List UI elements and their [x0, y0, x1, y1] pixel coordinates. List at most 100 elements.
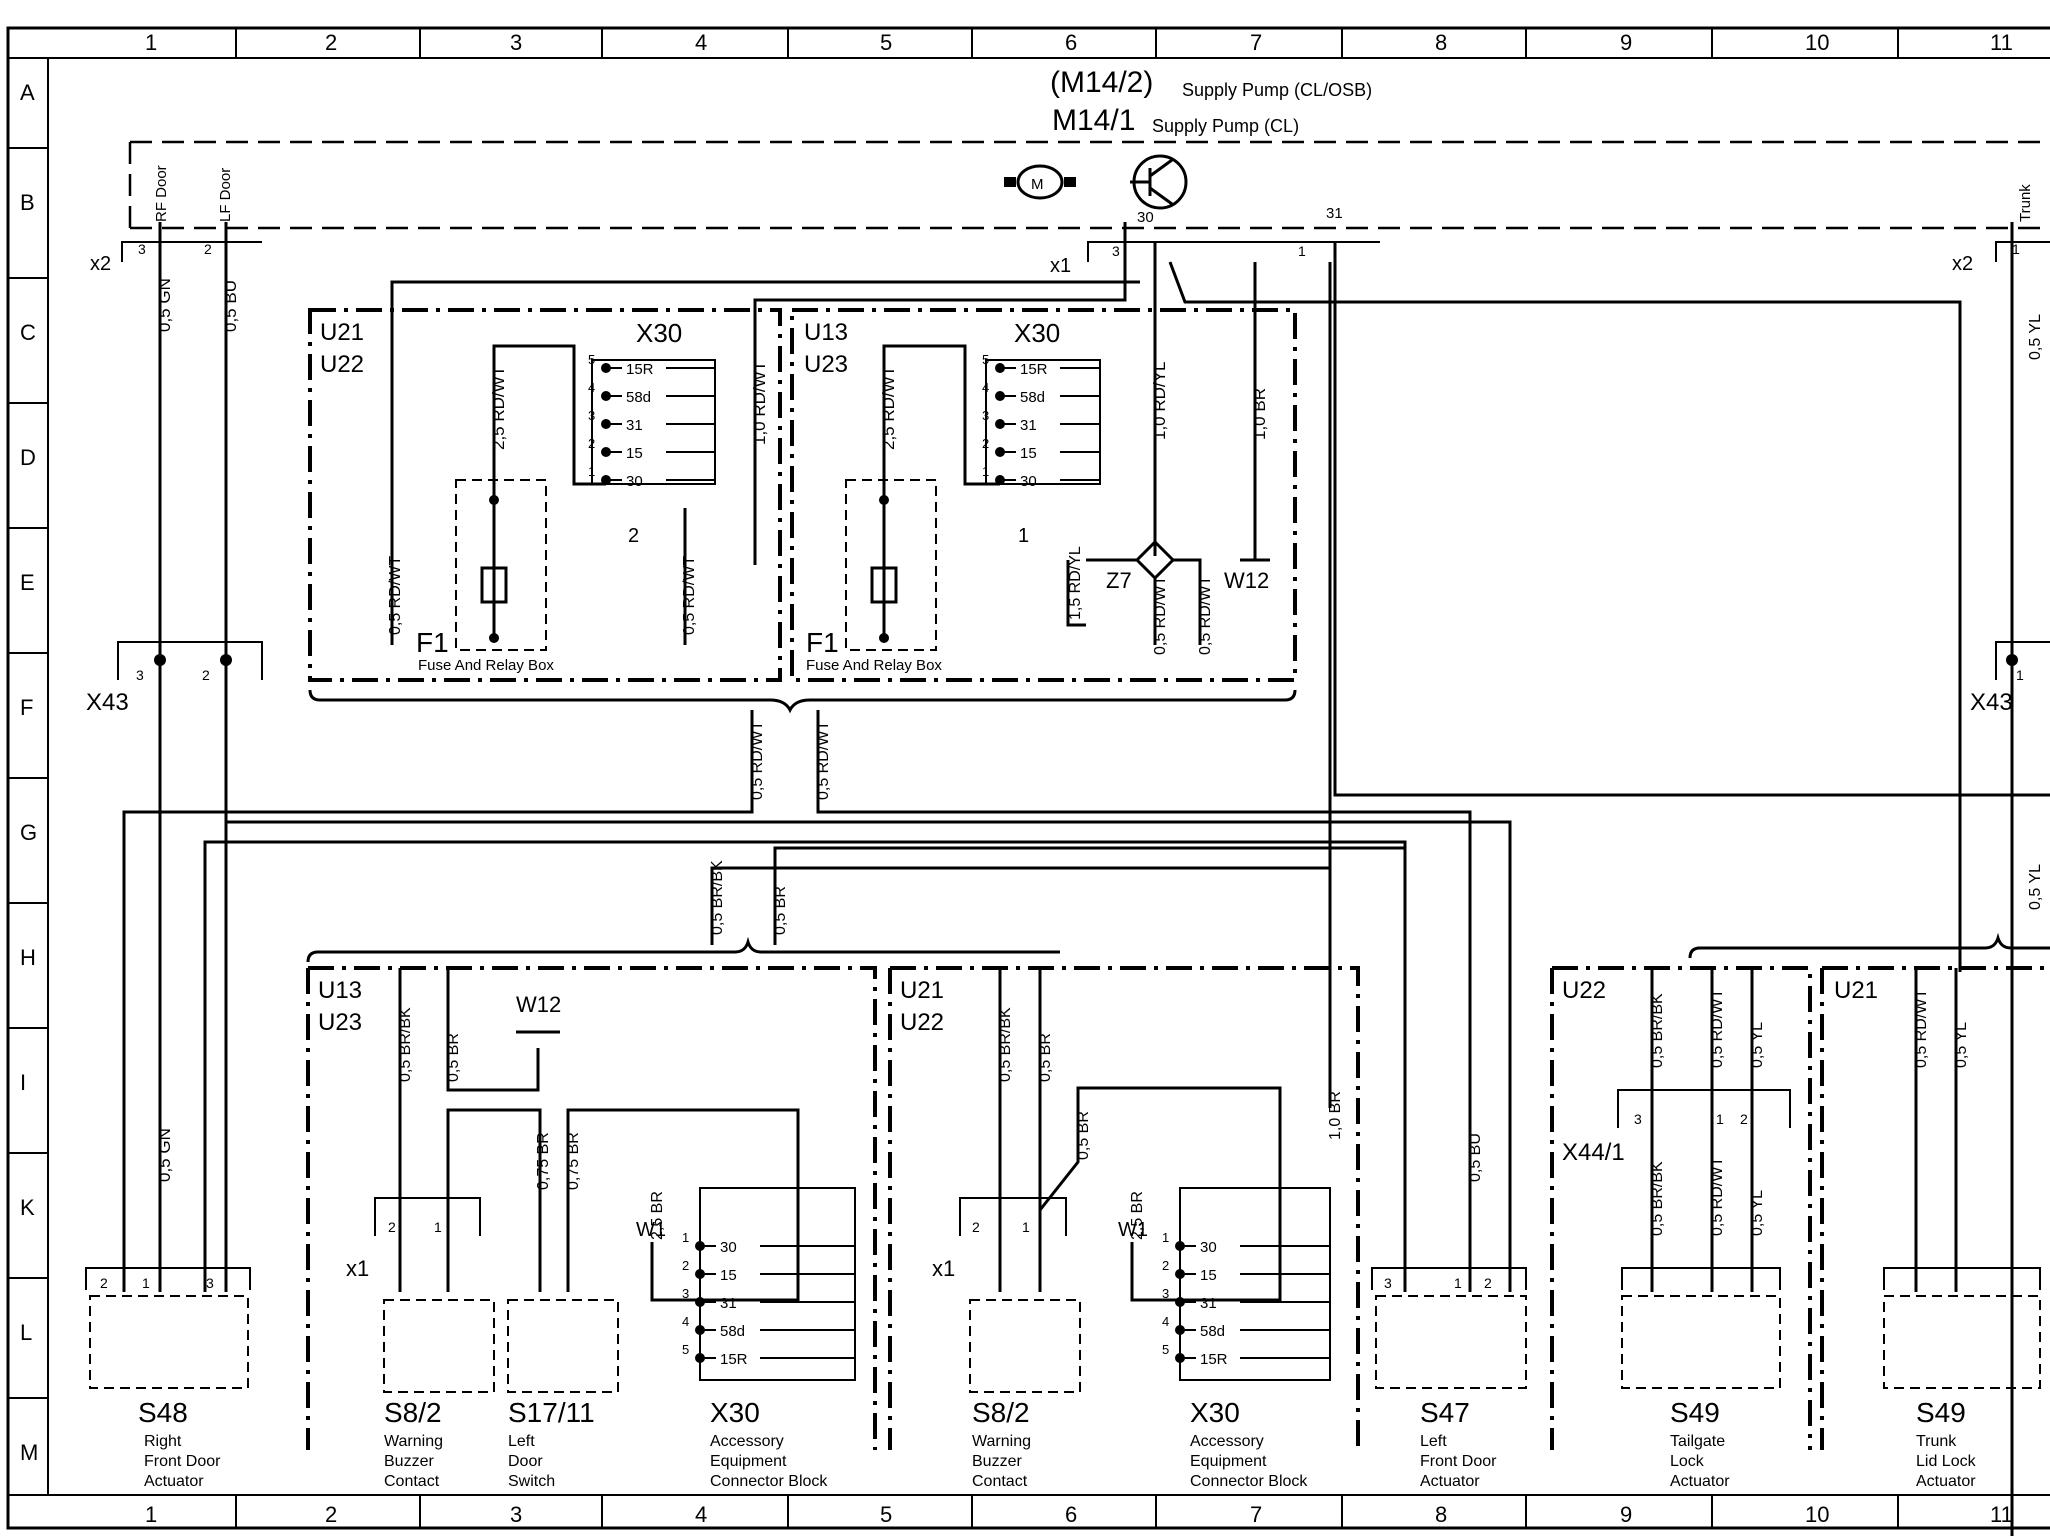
component-code: S49 — [1916, 1397, 1966, 1428]
wire-rdwt05-1: 0,5 RD/WT — [387, 556, 404, 635]
svg-text:1: 1 — [1716, 1111, 1724, 1127]
component-desc: Lid Lock — [1916, 1453, 1977, 1470]
component-desc: Warning — [384, 1433, 443, 1450]
wire-yl-top: 0,5 YL — [2027, 314, 2044, 360]
wire-rdwt05-7: 0,5 RD/WT — [1709, 989, 1726, 1068]
component-desc: Accessory — [710, 1433, 784, 1450]
pin-number: 4 — [1162, 1314, 1169, 1329]
svg-text:2: 2 — [100, 1275, 108, 1291]
wire-gn-bottom: 0,5 GN — [155, 1128, 174, 1182]
x1-mid1-label: x1 — [346, 1256, 369, 1281]
w12-mid-label: W12 — [516, 992, 561, 1017]
x2-right-label: x2 — [1952, 253, 1973, 275]
component-desc: Door — [508, 1453, 543, 1470]
x44-1-label: X44/1 — [1562, 1139, 1625, 1166]
pin-number: 1 — [682, 1230, 689, 1245]
wires-left — [122, 222, 1512, 1292]
wire-br-2: 0,5 BR — [1037, 1033, 1054, 1082]
component-desc: Actuator — [1916, 1473, 1976, 1490]
svg-text:2: 2 — [628, 525, 639, 547]
wire-br075-2: 0,75 BR — [565, 1132, 582, 1190]
pin-label: 15R — [1200, 1351, 1228, 1368]
fuse-box-u21-u22: U21 U22 X30 F1 Fuse And Relay Box 2 — [308, 308, 782, 682]
pin-label: 15 — [720, 1267, 737, 1284]
pin-number: 2 — [588, 436, 595, 451]
wire-yl-3: 0,5 YL — [1953, 1022, 1970, 1068]
wire-br075-1: 0,75 BR — [535, 1132, 552, 1190]
trunk-label: Trunk — [2017, 184, 2034, 222]
pin-number: 2 — [982, 436, 989, 451]
wire-rdwt05-6: 0,5 RD/WT — [815, 721, 832, 800]
pin-label: 58d — [626, 389, 651, 406]
svg-text:2: 2 — [972, 1219, 980, 1235]
svg-text:3: 3 — [1384, 1275, 1392, 1291]
component-desc: Actuator — [144, 1473, 204, 1490]
wire-rdyl10: 1,0 RD/YL — [1150, 362, 1169, 440]
pin-label: 31 — [1200, 1295, 1217, 1312]
component-desc: Switch — [508, 1473, 555, 1490]
x1-top-label: x1 — [1050, 255, 1071, 277]
wire-gn-top: 0,5 GN — [155, 278, 174, 332]
wire-rdyl15: 1,5 RD/YL — [1067, 546, 1084, 620]
x30-lower-1 — [699, 1187, 856, 1381]
wire-rdwt25-2: 2,5 RD/WT — [879, 366, 898, 450]
svg-text:2: 2 — [1740, 1111, 1748, 1127]
pin-label: 58d — [1200, 1323, 1225, 1340]
column-label: 10 — [1805, 30, 1829, 55]
z7-label: Z7 — [1106, 568, 1132, 593]
row-label: C — [20, 320, 36, 345]
component-desc: Actuator — [1670, 1473, 1730, 1490]
s8-2-body-1 — [383, 1299, 495, 1393]
column-label: 11 — [1990, 30, 2013, 55]
svg-text:3: 3 — [206, 1275, 214, 1291]
splice-z7 — [1066, 539, 1202, 645]
wire-brbk-4: 0,5 BR/BK — [1649, 1161, 1666, 1236]
pin-30-label: 30 — [1137, 209, 1154, 226]
pin-number: 2 — [682, 1258, 689, 1273]
svg-text:U22: U22 — [900, 1009, 944, 1036]
pin-label: 30 — [720, 1239, 737, 1256]
component-desc: Warning — [972, 1433, 1031, 1450]
row-label: E — [20, 570, 35, 595]
pump1-code: (M14/2) — [1050, 66, 1153, 99]
s48-actuator-body: 2 1 3 — [85, 1267, 251, 1389]
column-label: 2 — [325, 1502, 337, 1527]
pin-label: 15 — [626, 445, 643, 462]
pin-number: 3 — [1162, 1286, 1169, 1301]
pin-label: 15R — [626, 361, 654, 378]
x1-connector-mid1: 2 1 — [374, 1197, 481, 1236]
svg-text:1: 1 — [1454, 1275, 1462, 1291]
w1-label-2: W1 — [1118, 1219, 1148, 1241]
x43-left-connector: 3 2 — [117, 641, 263, 683]
component-code: S48 — [138, 1397, 188, 1428]
svg-text:U21: U21 — [320, 319, 364, 346]
component-desc: Connector Block — [710, 1473, 828, 1490]
pin-label: 15 — [1020, 445, 1037, 462]
wire-br-3: 0,5 BR — [1075, 1111, 1092, 1160]
component-desc: Accessory — [1190, 1433, 1264, 1450]
column-label: 3 — [510, 30, 522, 55]
pin-number: 1 — [588, 464, 595, 479]
column-label: 7 — [1250, 30, 1262, 55]
grid-frame — [6, 26, 2050, 1530]
column-label: 3 — [510, 1502, 522, 1527]
svg-text:M: M — [1031, 176, 1044, 193]
svg-text:U23: U23 — [804, 351, 848, 378]
pin-31-label: 31 — [1326, 205, 1343, 222]
pump2-desc: Supply Pump (CL) — [1152, 116, 1299, 136]
component-desc: Front Door — [144, 1453, 221, 1470]
pin-label: 31 — [1020, 417, 1037, 434]
wire-br25-2: 2,5 BR — [1129, 1191, 1146, 1240]
component-desc: Contact — [972, 1473, 1028, 1490]
column-label: 1 — [145, 30, 157, 55]
module-u22-right: U22 — [1550, 966, 1812, 1450]
pin-label: 31 — [720, 1295, 737, 1312]
svg-text:2: 2 — [204, 241, 212, 257]
wire-rdwt05-9: 0,5 RD/WT — [1913, 989, 1930, 1068]
wire-br25-1: 2,5 BR — [649, 1191, 666, 1240]
svg-text:U13: U13 — [318, 977, 362, 1004]
svg-text:U13: U13 — [804, 319, 848, 346]
svg-text:2: 2 — [388, 1219, 396, 1235]
